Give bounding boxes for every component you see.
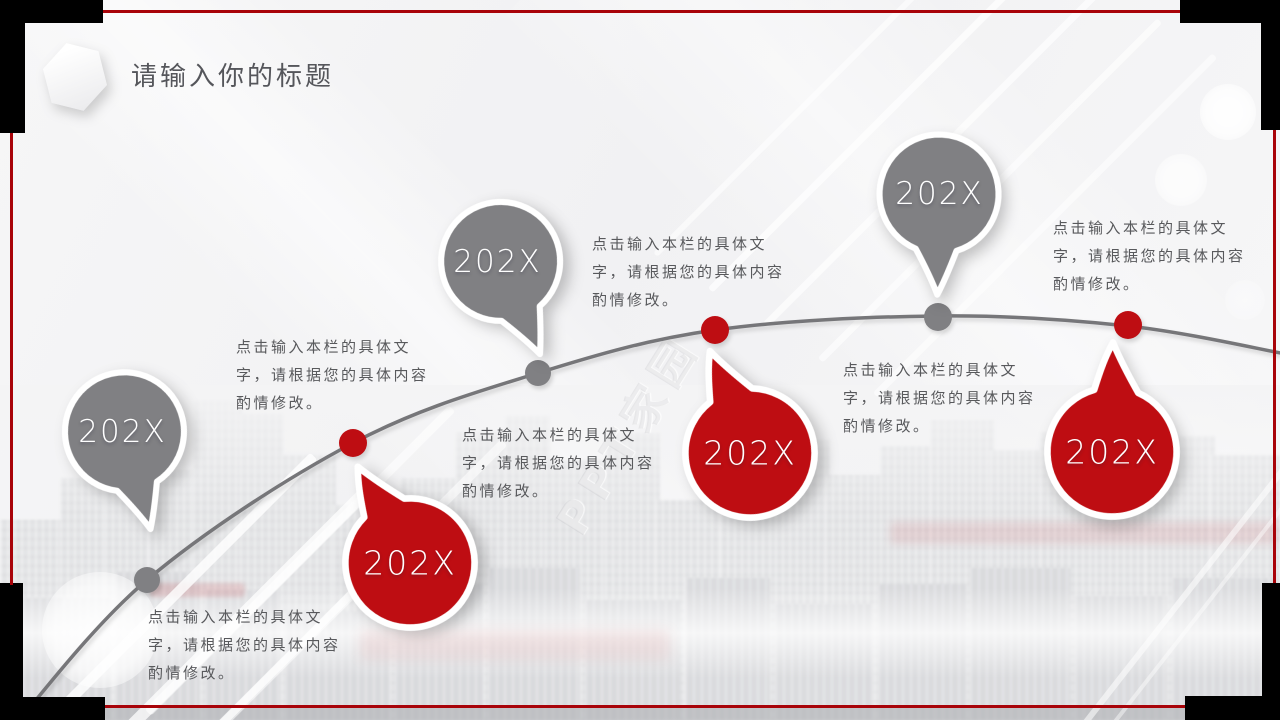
balloon-shape: [876, 131, 1002, 298]
milestone-bubble-5[interactable]: 202X: [852, 124, 1027, 299]
balloon-shape: [682, 347, 818, 521]
milestone-desc-2[interactable]: 点击输入本栏的具体文字，请根据您的具体内容酌情修改。: [236, 338, 429, 412]
milestone-year: 202X: [895, 176, 984, 212]
timeline-node-dot: [1114, 311, 1142, 339]
milestone-bubble-3[interactable]: 202X: [410, 192, 585, 367]
timeline-node-dot: [525, 360, 551, 386]
milestone-desc-5[interactable]: 点击输入本栏的具体文字，请根据您的具体内容酌情修改。: [843, 361, 1036, 435]
milestone-year: 202X: [1065, 432, 1159, 472]
milestone-year: 202X: [703, 433, 797, 473]
timeline-node-dot: [339, 429, 367, 457]
milestone-desc-6[interactable]: 点击输入本栏的具体文字，请根据您的具体内容酌情修改。: [1053, 219, 1246, 293]
balloon-shape: [438, 198, 564, 358]
milestone-year: 202X: [453, 244, 542, 280]
milestone-desc-1[interactable]: 点击输入本栏的具体文字，请根据您的具体内容酌情修改。: [148, 608, 341, 682]
timeline-node-dot: [134, 567, 160, 593]
milestone-year: 202X: [363, 543, 457, 583]
timeline-arc: [17, 314, 1280, 720]
milestone-desc-3[interactable]: 点击输入本栏的具体文字，请根据您的具体内容酌情修改。: [462, 426, 655, 500]
milestone-year: 202X: [78, 414, 167, 450]
timeline-node-dot: [701, 316, 729, 344]
milestone-bubble-6[interactable]: 202X: [1017, 338, 1207, 528]
balloon-shape: [1044, 339, 1180, 520]
balloon-shape: [61, 369, 188, 533]
milestone-bubble-2[interactable]: 202X: [315, 449, 505, 639]
balloon-shape: [342, 463, 478, 631]
hexagon-decoration: [42, 42, 108, 112]
milestone-bubble-4[interactable]: 202X: [655, 339, 845, 529]
milestone-desc-4[interactable]: 点击输入本栏的具体文字，请根据您的具体内容酌情修改。: [592, 235, 785, 309]
page-title[interactable]: 请输入你的标题: [131, 62, 335, 92]
milestone-bubble-1[interactable]: 202X: [35, 362, 210, 537]
timeline-node-dot: [924, 303, 952, 331]
